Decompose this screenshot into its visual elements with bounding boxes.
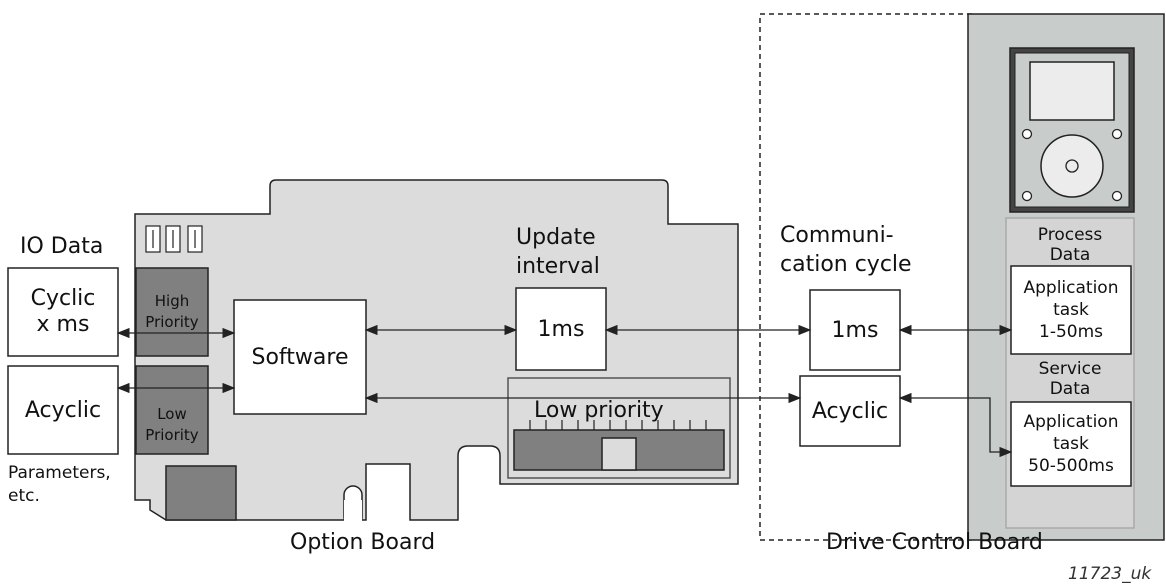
drive-control-board-label: Drive Control Board bbox=[826, 530, 1043, 555]
update-interval-label: Update interval bbox=[516, 225, 600, 279]
drive-acyclic-box bbox=[799, 375, 901, 447]
low-priority-tab-label: Low Priority bbox=[145, 405, 199, 444]
app-task-1-box bbox=[1010, 265, 1132, 355]
app-task-2-box bbox=[1010, 401, 1132, 487]
communication-cycle-label: Communi- cation cycle bbox=[780, 223, 912, 277]
drive-display bbox=[1029, 61, 1115, 121]
software-label: Software bbox=[251, 344, 349, 370]
low-priority-tab bbox=[135, 365, 209, 455]
drive-1ms-label: 1ms bbox=[831, 317, 879, 343]
cyclic-label: Cyclic x ms bbox=[30, 285, 96, 337]
parameters-label: Parameters, etc. bbox=[8, 463, 111, 506]
option-1ms-label: 1ms bbox=[537, 316, 585, 342]
software-box bbox=[233, 299, 367, 415]
arrow-acyclic-app-task-2 bbox=[898, 392, 1013, 458]
acyclic-left-label: Acyclic bbox=[24, 397, 102, 423]
app-task-1-label: Application task 1-50ms bbox=[1023, 277, 1119, 343]
drive-acyclic-label: Acyclic bbox=[811, 398, 889, 424]
bus-ticks bbox=[529, 420, 707, 430]
drive-knob bbox=[1040, 134, 1104, 198]
option-board-label: Option Board bbox=[290, 530, 436, 555]
io-data-label: IO Data bbox=[20, 234, 104, 259]
high-priority-label: High Priority bbox=[145, 292, 199, 331]
cyclic-box bbox=[7, 267, 119, 357]
high-priority-tab bbox=[135, 267, 209, 357]
low-priority-label: Low priority bbox=[534, 398, 664, 423]
board-pins bbox=[145, 225, 203, 253]
figure-id-label: 11723_uk bbox=[1068, 564, 1152, 584]
board-dark-block bbox=[165, 465, 237, 521]
app-task-2-label: Application task 50-500ms bbox=[1023, 411, 1119, 477]
service-data-label: Service Data bbox=[1038, 359, 1102, 399]
acyclic-left-box bbox=[7, 365, 119, 455]
process-data-label: Process Data bbox=[1037, 225, 1103, 265]
